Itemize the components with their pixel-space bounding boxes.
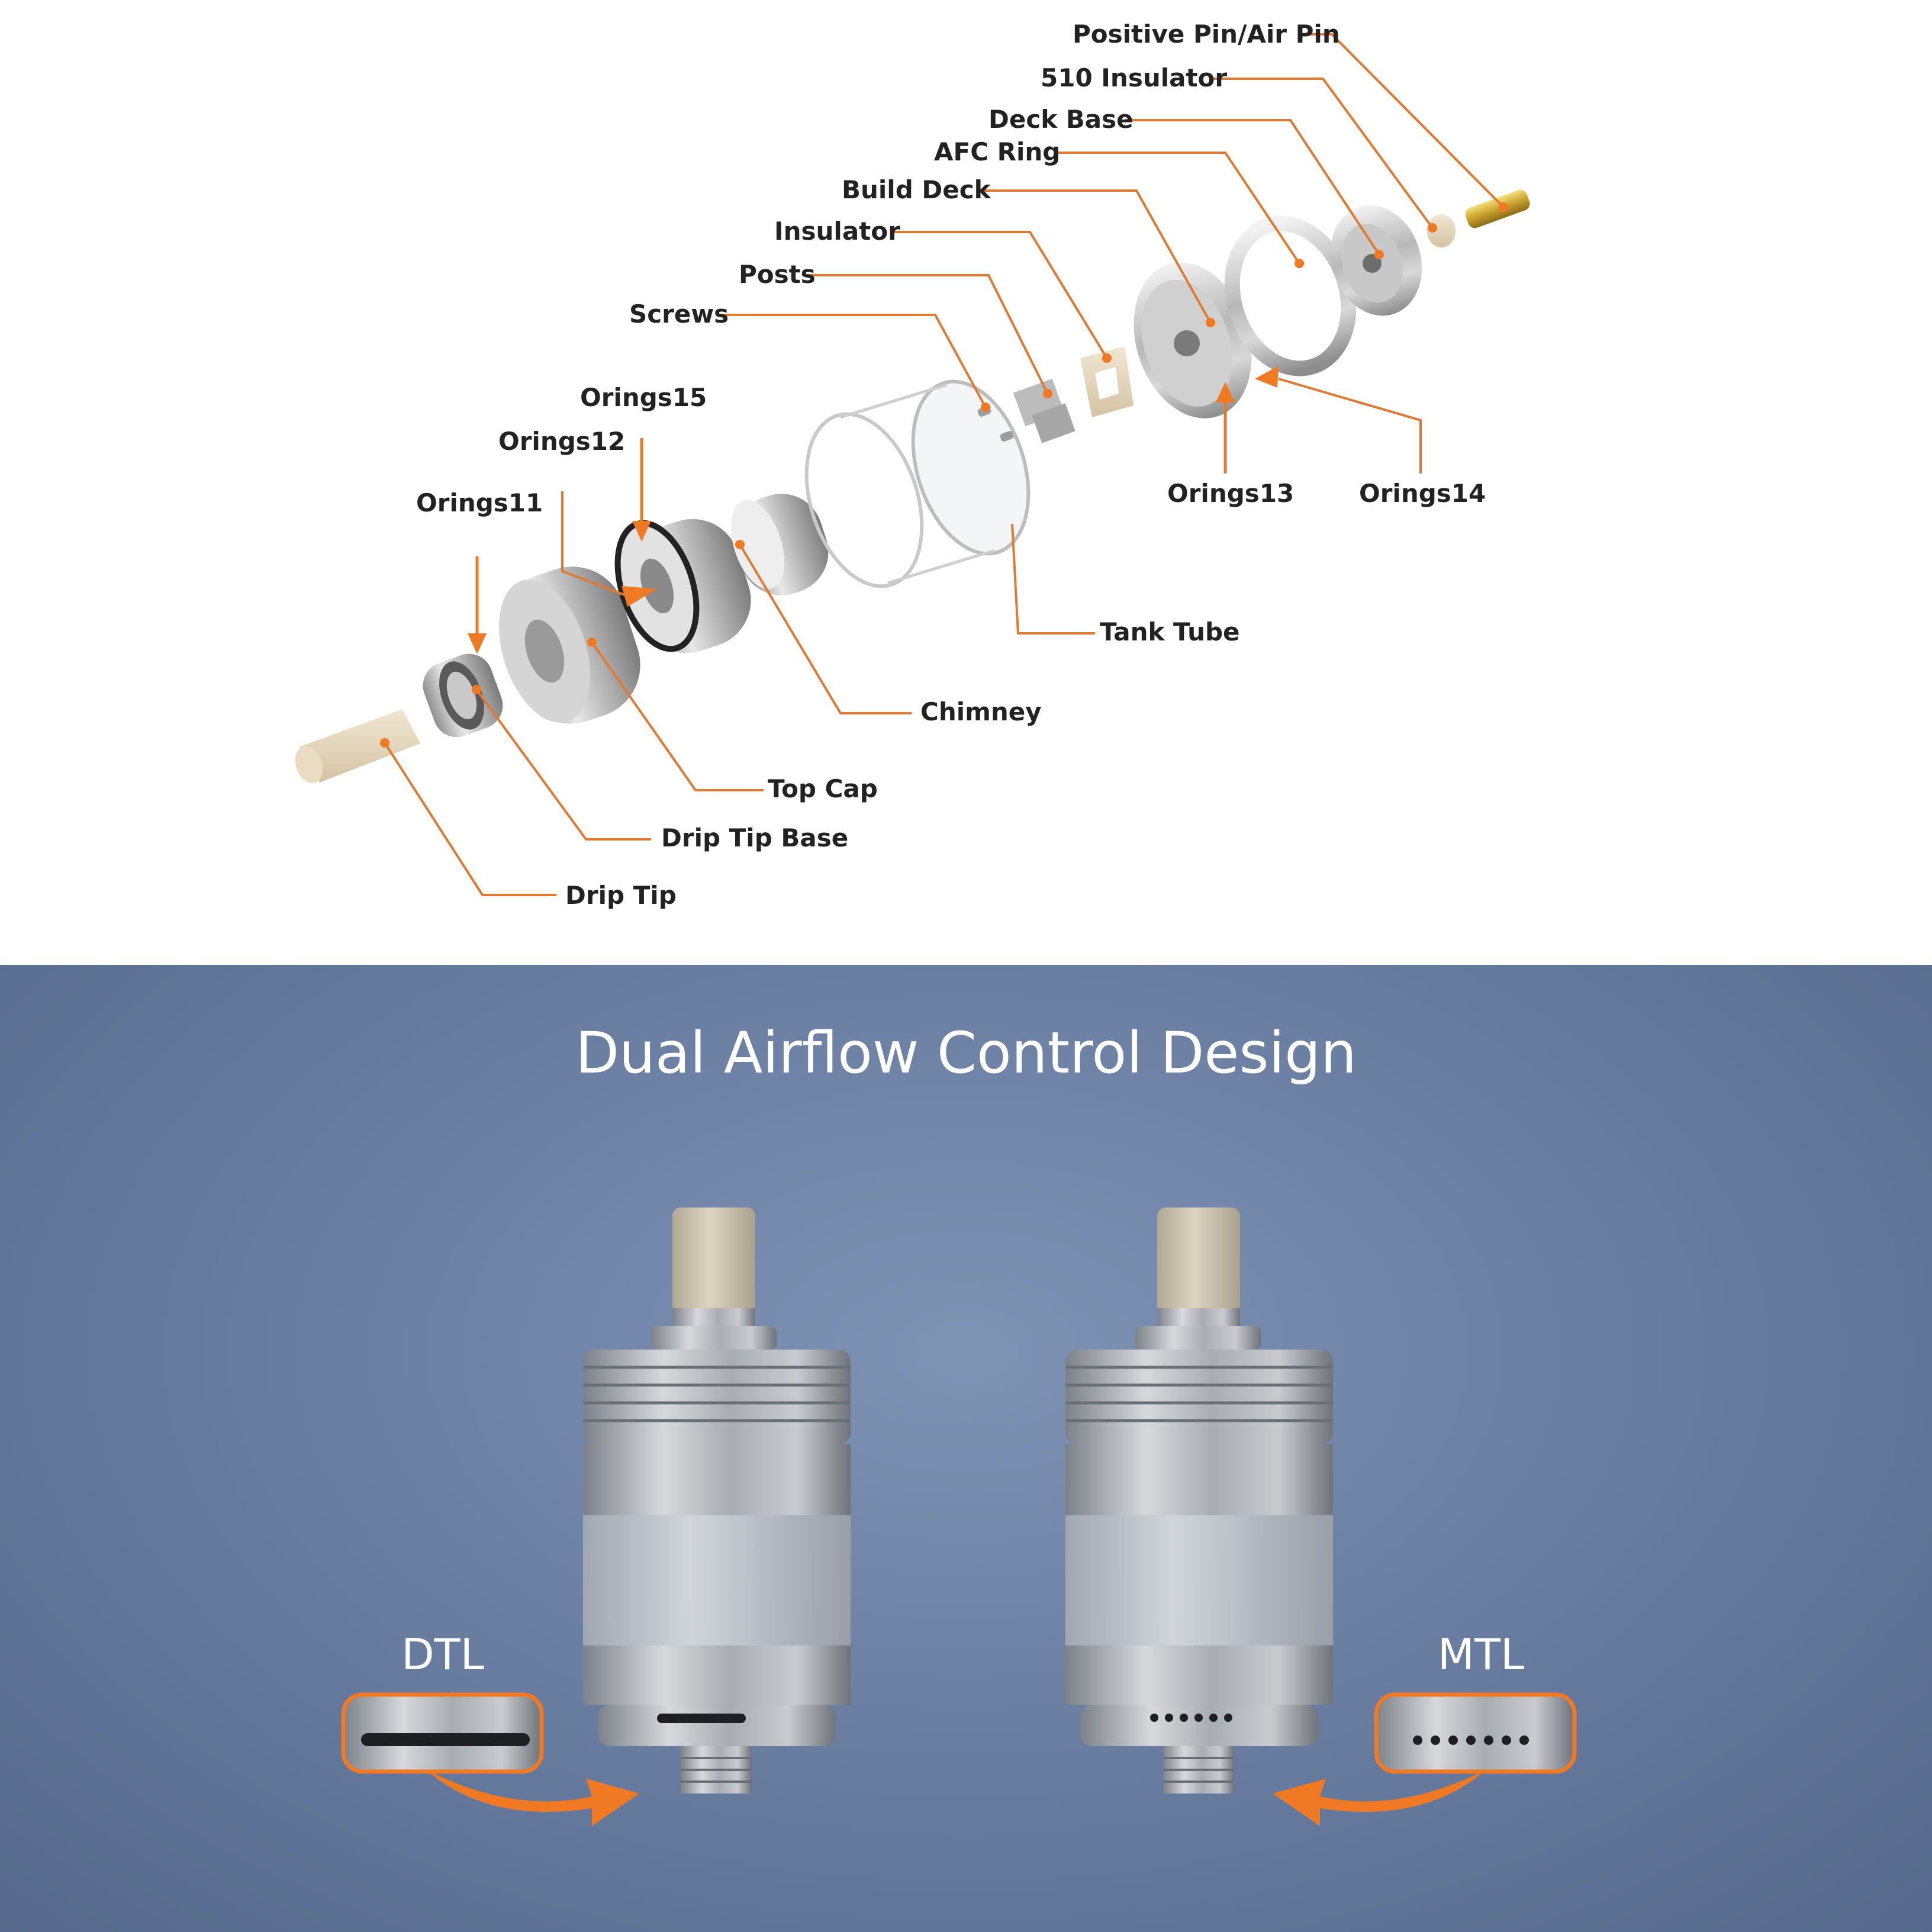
label-drip-tip-base: Drip Tip Base [661, 823, 848, 852]
dtl-zoom-window [341, 1692, 544, 1774]
build-deck [1134, 262, 1252, 418]
mtl-fins [1065, 1366, 1333, 1422]
exploded-view-panel: Positive Pin/Air Pin 510 Insulator Deck … [0, 0, 1932, 965]
mtl-label: MTL [1438, 1630, 1524, 1679]
positive-pin [1465, 189, 1530, 228]
label-orings11: Orings11 [416, 488, 543, 517]
label-screws: Screws [629, 300, 729, 329]
atomizer-dtl [583, 1208, 851, 1793]
exploded-view-diagram: Positive Pin/Air Pin 510 Insulator Deck … [295, 20, 1530, 910]
label-deck-base: Deck Base [988, 105, 1134, 134]
label-build-deck: Build Deck [842, 175, 991, 204]
label-drip-tip: Drip Tip [565, 881, 677, 910]
label-orings13: Orings13 [1167, 479, 1294, 508]
label-posts: Posts [739, 260, 816, 289]
label-orings15: Orings15 [580, 383, 707, 412]
label-afc-ring: AFC Ring [934, 137, 1060, 166]
airflow-title: Dual Airflow Control Design [575, 1020, 1357, 1086]
label-tank-tube: Tank Tube [1100, 617, 1240, 646]
dtl-arrow [426, 1770, 639, 1826]
label-insulator: Insulator [774, 217, 900, 246]
atomizer-mtl [1065, 1208, 1333, 1793]
chimney-upper [730, 494, 829, 595]
posts [1013, 378, 1076, 443]
dtl-fins [583, 1366, 851, 1422]
orings11-arrow [468, 556, 487, 654]
orings15-arrow [632, 438, 651, 542]
leader-lines [384, 33, 1505, 896]
mtl-zoom-window [1374, 1692, 1577, 1774]
insulator [1080, 346, 1134, 417]
label-chimney: Chimney [920, 697, 1042, 726]
label-top-cap: Top Cap [768, 774, 878, 803]
label-orings14: Orings14 [1359, 479, 1486, 508]
drip-tip-base [423, 653, 503, 738]
chimney [614, 519, 751, 653]
airflow-diagram: Dual Airflow Control Design [341, 1020, 1577, 1826]
dtl-label: DTL [401, 1630, 484, 1679]
top-cap [499, 566, 640, 724]
orings12-arrow [622, 586, 657, 607]
deck-base [1330, 205, 1422, 316]
label-positive-pin: Positive Pin/Air Pin [1073, 20, 1340, 49]
mtl-holes [1150, 1714, 1232, 1722]
orings14-arrow [1255, 366, 1279, 388]
label-orings12: Orings12 [498, 427, 625, 456]
insulator-510 [1427, 214, 1456, 247]
mtl-arrow [1273, 1770, 1486, 1826]
tank-tube [804, 379, 1031, 588]
drip-tip [295, 709, 420, 783]
airflow-panel: Dual Airflow Control Design [0, 965, 1932, 1932]
label-510-insulator: 510 Insulator [1041, 63, 1227, 92]
leader-dots [380, 202, 1508, 748]
